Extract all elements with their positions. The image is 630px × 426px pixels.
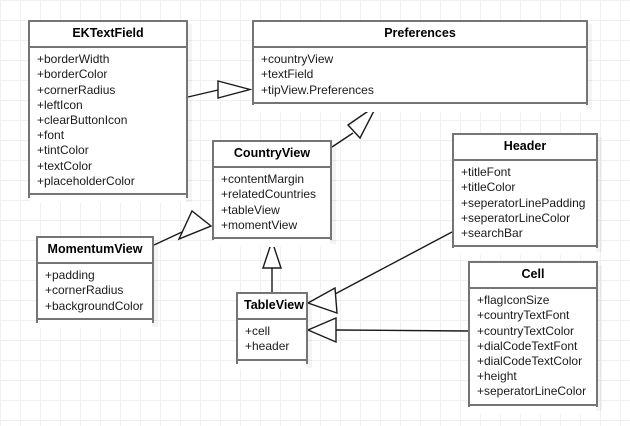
class-box-tableview[interactable]: TableView+cell+header (236, 292, 308, 369)
class-attribute: +textField (261, 67, 314, 82)
class-attribute: +tintColor (37, 143, 89, 158)
class-box-ektextfield[interactable]: EKTextField+borderWidth+borderColor+corn… (28, 20, 188, 203)
class-box-momentumview[interactable]: MomentumView+padding+cornerRadius+backgr… (36, 236, 154, 328)
class-attribute: +seperatorLinePadding (461, 195, 586, 210)
class-attribute: +titleFont (461, 165, 511, 180)
class-attributes-tableview: +cell+header (238, 320, 306, 361)
class-operations-momentumview (38, 319, 152, 328)
class-box-header[interactable]: Header+titleFont+titleColor+seperatorLin… (452, 133, 598, 256)
class-attribute: +tipView.Preferences (261, 82, 374, 97)
class-operations-ektextfield (30, 194, 186, 203)
class-attribute: +font (37, 128, 65, 143)
class-attribute: +header (245, 339, 290, 354)
class-box-countryview[interactable]: CountryView+contentMargin+relatedCountri… (212, 140, 332, 247)
class-attribute: +dialCodeTextFont (477, 338, 578, 353)
class-attributes-cell: +flagIconSize+countryTextFont+countryTex… (470, 289, 596, 406)
class-attributes-momentumview: +padding+cornerRadius+backgroundColor (38, 264, 152, 320)
class-box-cell[interactable]: Cell+flagIconSize+countryTextFont+countr… (468, 261, 598, 414)
relationship-line (335, 329, 469, 332)
class-attributes-header: +titleFont+titleColor+seperatorLinePaddi… (454, 161, 596, 248)
class-attribute: +placeholderColor (37, 173, 135, 188)
class-name-preferences: Preferences (254, 22, 586, 49)
class-attribute: +cornerRadius (37, 82, 116, 97)
class-attribute: +relatedCountries (221, 187, 317, 202)
hollow-triangle-arrowhead (177, 209, 213, 241)
relationship-ektextfield-to-preferences[interactable] (187, 80, 253, 99)
class-operations-preferences (254, 103, 586, 112)
class-operations-header (454, 247, 596, 256)
class-attributes-ektextfield: +borderWidth+borderColor+cornerRadius+le… (30, 48, 186, 195)
class-attribute: +padding (45, 268, 95, 283)
class-attribute: +titleColor (461, 180, 516, 195)
class-operations-tableview (238, 360, 306, 369)
class-attribute: +cell (245, 324, 271, 339)
class-attribute: +clearButtonIcon (37, 112, 128, 127)
class-attribute: +seperatorLineColor (461, 210, 571, 225)
class-attribute: +tableView (221, 202, 280, 217)
class-attribute: +height (477, 369, 517, 384)
hollow-triangle-arrowhead (217, 80, 253, 99)
class-operations-cell (470, 405, 596, 414)
class-attribute: +searchBar (461, 225, 523, 240)
class-attribute: +textColor (37, 158, 93, 173)
class-attribute: +backgroundColor (45, 298, 144, 313)
class-attribute: +seperatorLineColor (477, 384, 587, 399)
relationship-line (153, 231, 183, 246)
class-attribute: +leftIcon (37, 97, 83, 112)
class-attribute: +flagIconSize (477, 293, 550, 308)
class-box-preferences[interactable]: Preferences+countryView+textField+tipVie… (252, 20, 588, 112)
class-attribute: +dialCodeTextColor (477, 353, 583, 368)
relationship-line (334, 231, 453, 295)
class-name-cell: Cell (470, 263, 596, 290)
class-name-tableview: TableView (238, 294, 306, 321)
relationship-line (187, 89, 219, 98)
relationship-line (331, 132, 354, 148)
class-name-countryview: CountryView (214, 142, 330, 169)
relationship-tableview-to-countryview[interactable] (262, 238, 282, 292)
class-attribute: +countryTextFont (477, 308, 570, 323)
class-attribute: +borderColor (37, 67, 108, 82)
hollow-triangle-arrowhead (306, 316, 337, 344)
class-attributes-preferences: +countryView+textField+tipView.Preferenc… (254, 48, 586, 104)
class-attribute: +countryTextColor (477, 323, 575, 338)
relationship-momentumview-to-countryview[interactable] (153, 209, 213, 246)
relationship-cell-to-tableview[interactable] (306, 316, 469, 344)
class-attribute: +contentMargin (221, 172, 305, 187)
hollow-triangle-arrowhead (306, 286, 338, 315)
class-attribute: +borderWidth (37, 52, 110, 67)
class-operations-countryview (214, 238, 330, 247)
class-attributes-countryview: +contentMargin+relatedCountries+tableVie… (214, 168, 330, 239)
class-attribute: +cornerRadius (45, 283, 124, 298)
class-name-header: Header (454, 135, 596, 162)
class-attribute: +momentView (221, 217, 298, 232)
class-attribute: +countryView (261, 52, 334, 67)
class-name-momentumview: MomentumView (38, 238, 152, 265)
class-name-ektextfield: EKTextField (30, 22, 186, 49)
